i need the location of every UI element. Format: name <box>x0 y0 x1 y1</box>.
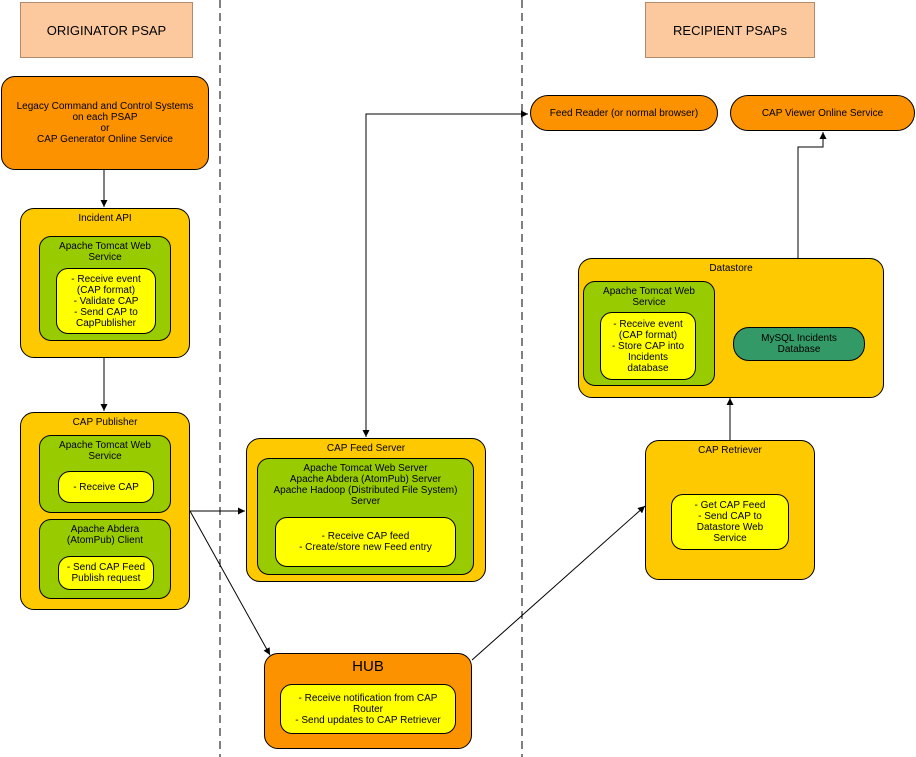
cap-feed-server-stack-label: Apache Tomcat Web Server Apache Abdera (… <box>273 463 458 507</box>
cap-retriever-actions: - Get CAP Feed - Send CAP to Datastore W… <box>671 494 789 550</box>
legacy-systems-label: Legacy Command and Control Systems on ea… <box>16 101 194 145</box>
originator-header: ORIGINATOR PSAP <box>20 2 193 58</box>
arrow-feed-server-feed-reader <box>362 110 528 437</box>
incident-api-title: Incident API <box>78 213 132 224</box>
cap-retriever-title: CAP Retriever <box>698 445 762 456</box>
datastore-tomcat: Apache Tomcat Web Service - Receive even… <box>583 281 715 386</box>
cap-feed-server-title: CAP Feed Server <box>326 443 406 454</box>
cap-feed-server-stack: Apache Tomcat Web Server Apache Abdera (… <box>257 458 474 575</box>
cap-feed-server-node: CAP Feed Server Apache Tomcat Web Server… <box>246 438 486 582</box>
mysql-incidents-db: MySQL Incidents Database <box>733 327 865 361</box>
cap-publisher-abdera-label: Apache Abdera (AtomPub) Client <box>66 524 144 546</box>
datastore-title: Datastore <box>709 263 753 274</box>
cap-publisher-send: - Send CAP Feed Publish request <box>58 556 154 590</box>
legacy-systems-node: Legacy Command and Control Systems on ea… <box>1 76 209 170</box>
incident-api-tomcat-label: Apache Tomcat Web Service <box>59 241 151 263</box>
cap-publisher-tomcat: Apache Tomcat Web Service - Receive CAP <box>39 435 171 513</box>
hub-actions: - Receive notification from CAP Router -… <box>280 684 456 734</box>
cap-feed-server-actions: - Receive CAP feed - Create/store new Fe… <box>275 517 456 567</box>
incident-api-tomcat: Apache Tomcat Web Service - Receive even… <box>39 236 171 341</box>
arrow-publisher-to-hub <box>189 510 271 656</box>
recipient-header: RECIPIENT PSAPs <box>645 2 815 58</box>
datastore-node: Datastore Apache Tomcat Web Service - Re… <box>578 258 884 398</box>
incident-api-node: Incident API Apache Tomcat Web Service -… <box>20 208 190 358</box>
hub-title: HUB <box>352 658 384 675</box>
datastore-tomcat-label: Apache Tomcat Web Service <box>603 286 695 308</box>
cap-publisher-abdera: Apache Abdera (AtomPub) Client - Send CA… <box>39 519 171 599</box>
cap-publisher-receive: - Receive CAP <box>58 471 154 503</box>
datastore-actions: - Receive event (CAP format) - Store CAP… <box>600 312 696 380</box>
hub-node: HUB - Receive notification from CAP Rout… <box>264 653 472 749</box>
feed-reader-node: Feed Reader (or normal browser) <box>530 95 718 131</box>
incident-api-actions: - Receive event (CAP format) - Validate … <box>56 268 156 334</box>
cap-publisher-node: CAP Publisher Apache Tomcat Web Service … <box>20 412 190 610</box>
arrow-hub-to-retriever <box>471 505 646 661</box>
arrow-mysql-cap-viewer <box>794 132 827 326</box>
cap-publisher-title: CAP Publisher <box>72 417 138 428</box>
cap-viewer-node: CAP Viewer Online Service <box>730 95 915 131</box>
cap-retriever-node: CAP Retriever - Get CAP Feed - Send CAP … <box>645 440 815 580</box>
cap-publisher-tomcat-label: Apache Tomcat Web Service <box>59 440 151 462</box>
